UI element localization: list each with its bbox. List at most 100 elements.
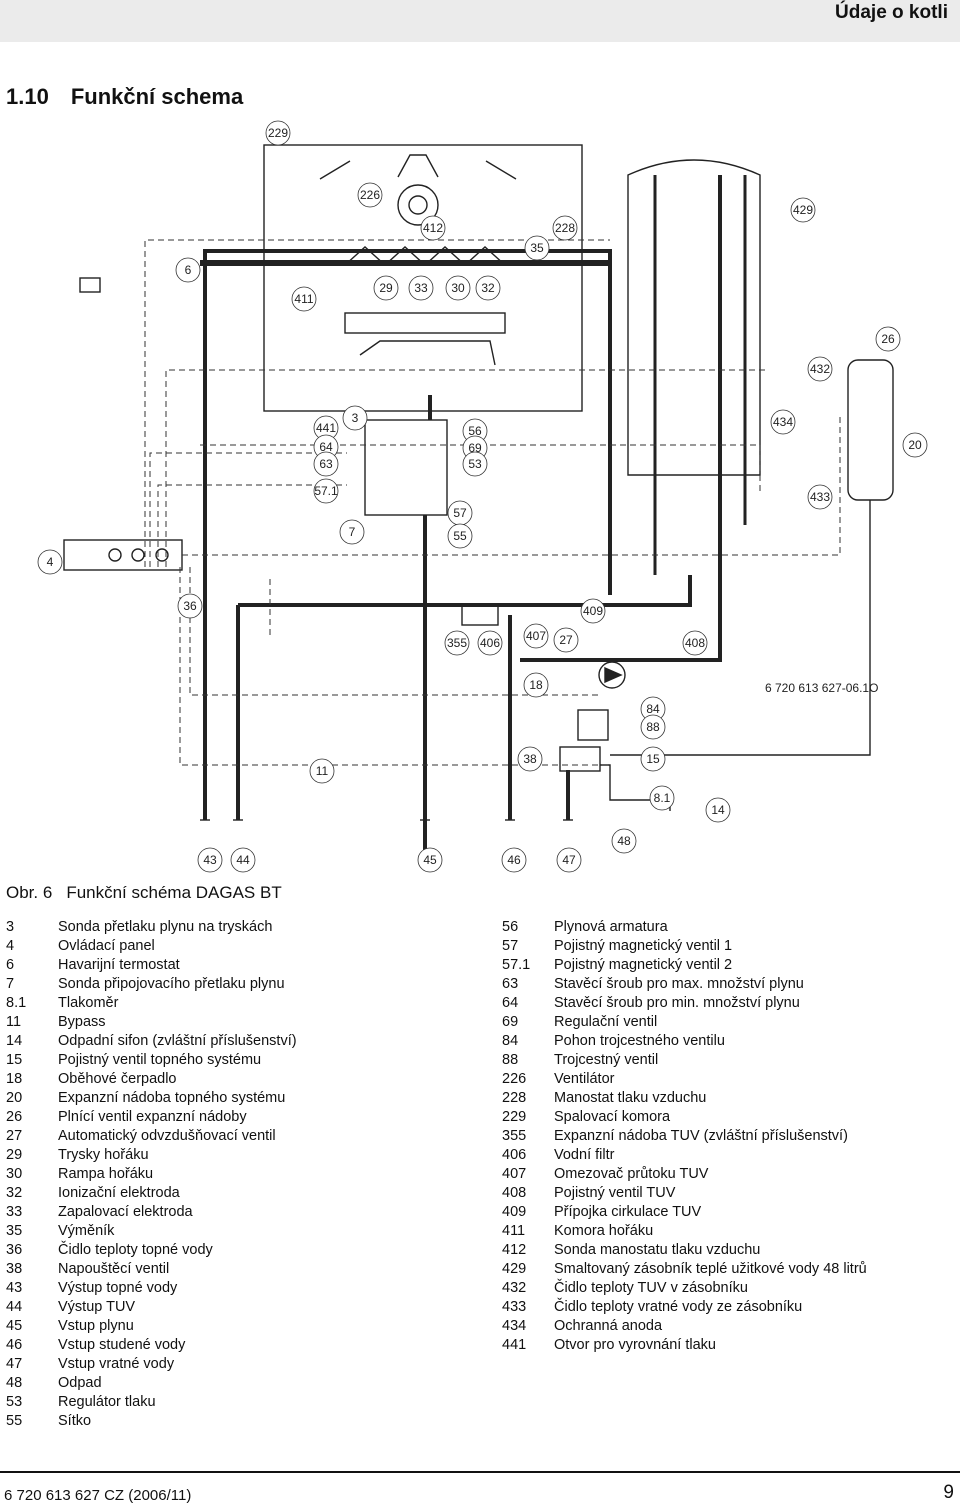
svg-text:407: 407 xyxy=(526,629,546,643)
functional-schematic: 229 226 412 228 35 429 6 411 29 33 30 32… xyxy=(37,120,928,873)
part-label: 47 xyxy=(556,847,582,873)
legend-code: 45 xyxy=(6,1318,23,1334)
legend-text: Komora hořáku xyxy=(554,1223,654,1239)
part-label: 412 xyxy=(420,215,446,241)
legend-text: Plnící ventil expanzní nádoby xyxy=(58,1109,247,1125)
legend-code: 6 xyxy=(6,957,15,973)
svg-text:6: 6 xyxy=(185,263,192,277)
combustion-chamber xyxy=(263,144,583,412)
figure-title: Funkční schéma DAGAS BT xyxy=(66,883,282,902)
legend-code: 53 xyxy=(6,1394,23,1410)
legend-text: Stavěcí šroub pro max. množství plynu xyxy=(554,976,804,992)
legend-code: 3 xyxy=(6,919,15,935)
part-label: 46 xyxy=(501,847,527,873)
svg-text:88: 88 xyxy=(646,720,660,734)
svg-text:84: 84 xyxy=(646,702,660,716)
svg-text:3: 3 xyxy=(352,411,359,425)
legend-text: Výstup TUV xyxy=(58,1299,136,1315)
legend-text: Čidlo teploty TUV v zásobníku xyxy=(554,1280,748,1296)
part-label: 18 xyxy=(523,672,549,698)
svg-text:355: 355 xyxy=(447,636,467,650)
svg-text:8.1: 8.1 xyxy=(654,791,671,805)
svg-text:15: 15 xyxy=(646,752,660,766)
legend-code: 57.1 xyxy=(502,957,531,973)
legend-text: Regulátor tlaku xyxy=(58,1394,156,1410)
part-label: 355 xyxy=(444,630,470,656)
legend-text: Sítko xyxy=(58,1413,92,1429)
legend-text: Omezovač průtoku TUV xyxy=(554,1166,709,1182)
legend-code: 409 xyxy=(502,1204,527,1220)
legend-text: Pojistný magnetický ventil 2 xyxy=(554,957,733,973)
svg-text:26: 26 xyxy=(881,332,895,346)
figure-number: Obr. 6 xyxy=(6,883,53,902)
legend-text: Čidlo teploty topné vody xyxy=(58,1242,213,1258)
svg-text:55: 55 xyxy=(453,529,467,543)
legend-text: Napouštěcí ventil xyxy=(58,1261,170,1277)
legend-text: Vstup plynu xyxy=(58,1318,134,1334)
legend-text: Ochranná anoda xyxy=(554,1318,663,1334)
part-label: 407 xyxy=(523,623,549,649)
legend-code: 36 xyxy=(6,1242,23,1258)
burner xyxy=(344,312,506,334)
legend-code: 43 xyxy=(6,1280,23,1296)
svg-text:44: 44 xyxy=(236,853,250,867)
part-label: 406 xyxy=(477,630,503,656)
legend-text: Havarijní termostat xyxy=(58,957,180,973)
legend-code: 441 xyxy=(502,1337,527,1353)
legend-item: 6 Havarijní termostat xyxy=(6,956,297,975)
legend-code: 44 xyxy=(6,1299,23,1315)
svg-text:228: 228 xyxy=(555,221,575,235)
legend-item: 36 Čidlo teploty topné vody xyxy=(6,1241,297,1260)
legend-code: 88 xyxy=(502,1052,519,1068)
legend-code: 412 xyxy=(502,1242,527,1258)
legend-code: 30 xyxy=(6,1166,23,1182)
part-label: 14 xyxy=(705,797,731,823)
svg-text:48: 48 xyxy=(617,834,631,848)
legend-text: Automatický odvzdušňovací ventil xyxy=(58,1128,276,1144)
part-label: 7 xyxy=(339,519,365,545)
svg-text:36: 36 xyxy=(183,599,197,613)
legend-text: Pojistný ventil topného systému xyxy=(58,1052,262,1068)
part-label: 33 xyxy=(408,275,434,301)
legend-text: Bypass xyxy=(58,1014,106,1030)
part-label: 57.1 xyxy=(313,478,339,504)
legend-code: 411 xyxy=(502,1223,526,1239)
part-label: 411 xyxy=(291,286,317,312)
svg-text:64: 64 xyxy=(319,440,333,454)
part-label: 57 xyxy=(447,500,473,526)
legend-text: Oběhové čerpadlo xyxy=(58,1071,177,1087)
legend-code: 8.1 xyxy=(6,995,27,1011)
legend-item: 44 Výstup TUV xyxy=(6,1298,297,1317)
figure-caption: Obr. 6 Funkční schéma DAGAS BT xyxy=(6,883,282,903)
legend-text: Pojistný ventil TUV xyxy=(554,1185,676,1201)
legend-code: 56 xyxy=(502,919,519,935)
svg-text:406: 406 xyxy=(480,636,500,650)
legend-code: 64 xyxy=(502,995,519,1011)
legend-code: 14 xyxy=(6,1033,23,1049)
pump xyxy=(598,661,626,689)
part-label: 44 xyxy=(230,847,256,873)
part-label: 408 xyxy=(682,630,708,656)
part-label: 20 xyxy=(902,432,928,458)
legend-code: 26 xyxy=(6,1109,23,1125)
part-label: 15 xyxy=(640,746,666,772)
part-label: 64 xyxy=(313,434,339,460)
part-label: 36 xyxy=(177,593,203,619)
legend-code: 4 xyxy=(6,938,15,954)
document-id: 6 720 613 627 CZ (2006/11) xyxy=(4,1487,192,1504)
svg-text:63: 63 xyxy=(319,457,333,471)
legend-code: 35 xyxy=(6,1223,23,1239)
legend-text: Přípojka cirkulace TUV xyxy=(554,1204,702,1220)
part-label: 56 xyxy=(462,418,488,444)
legend-text: Trojcestný ventil xyxy=(554,1052,659,1068)
